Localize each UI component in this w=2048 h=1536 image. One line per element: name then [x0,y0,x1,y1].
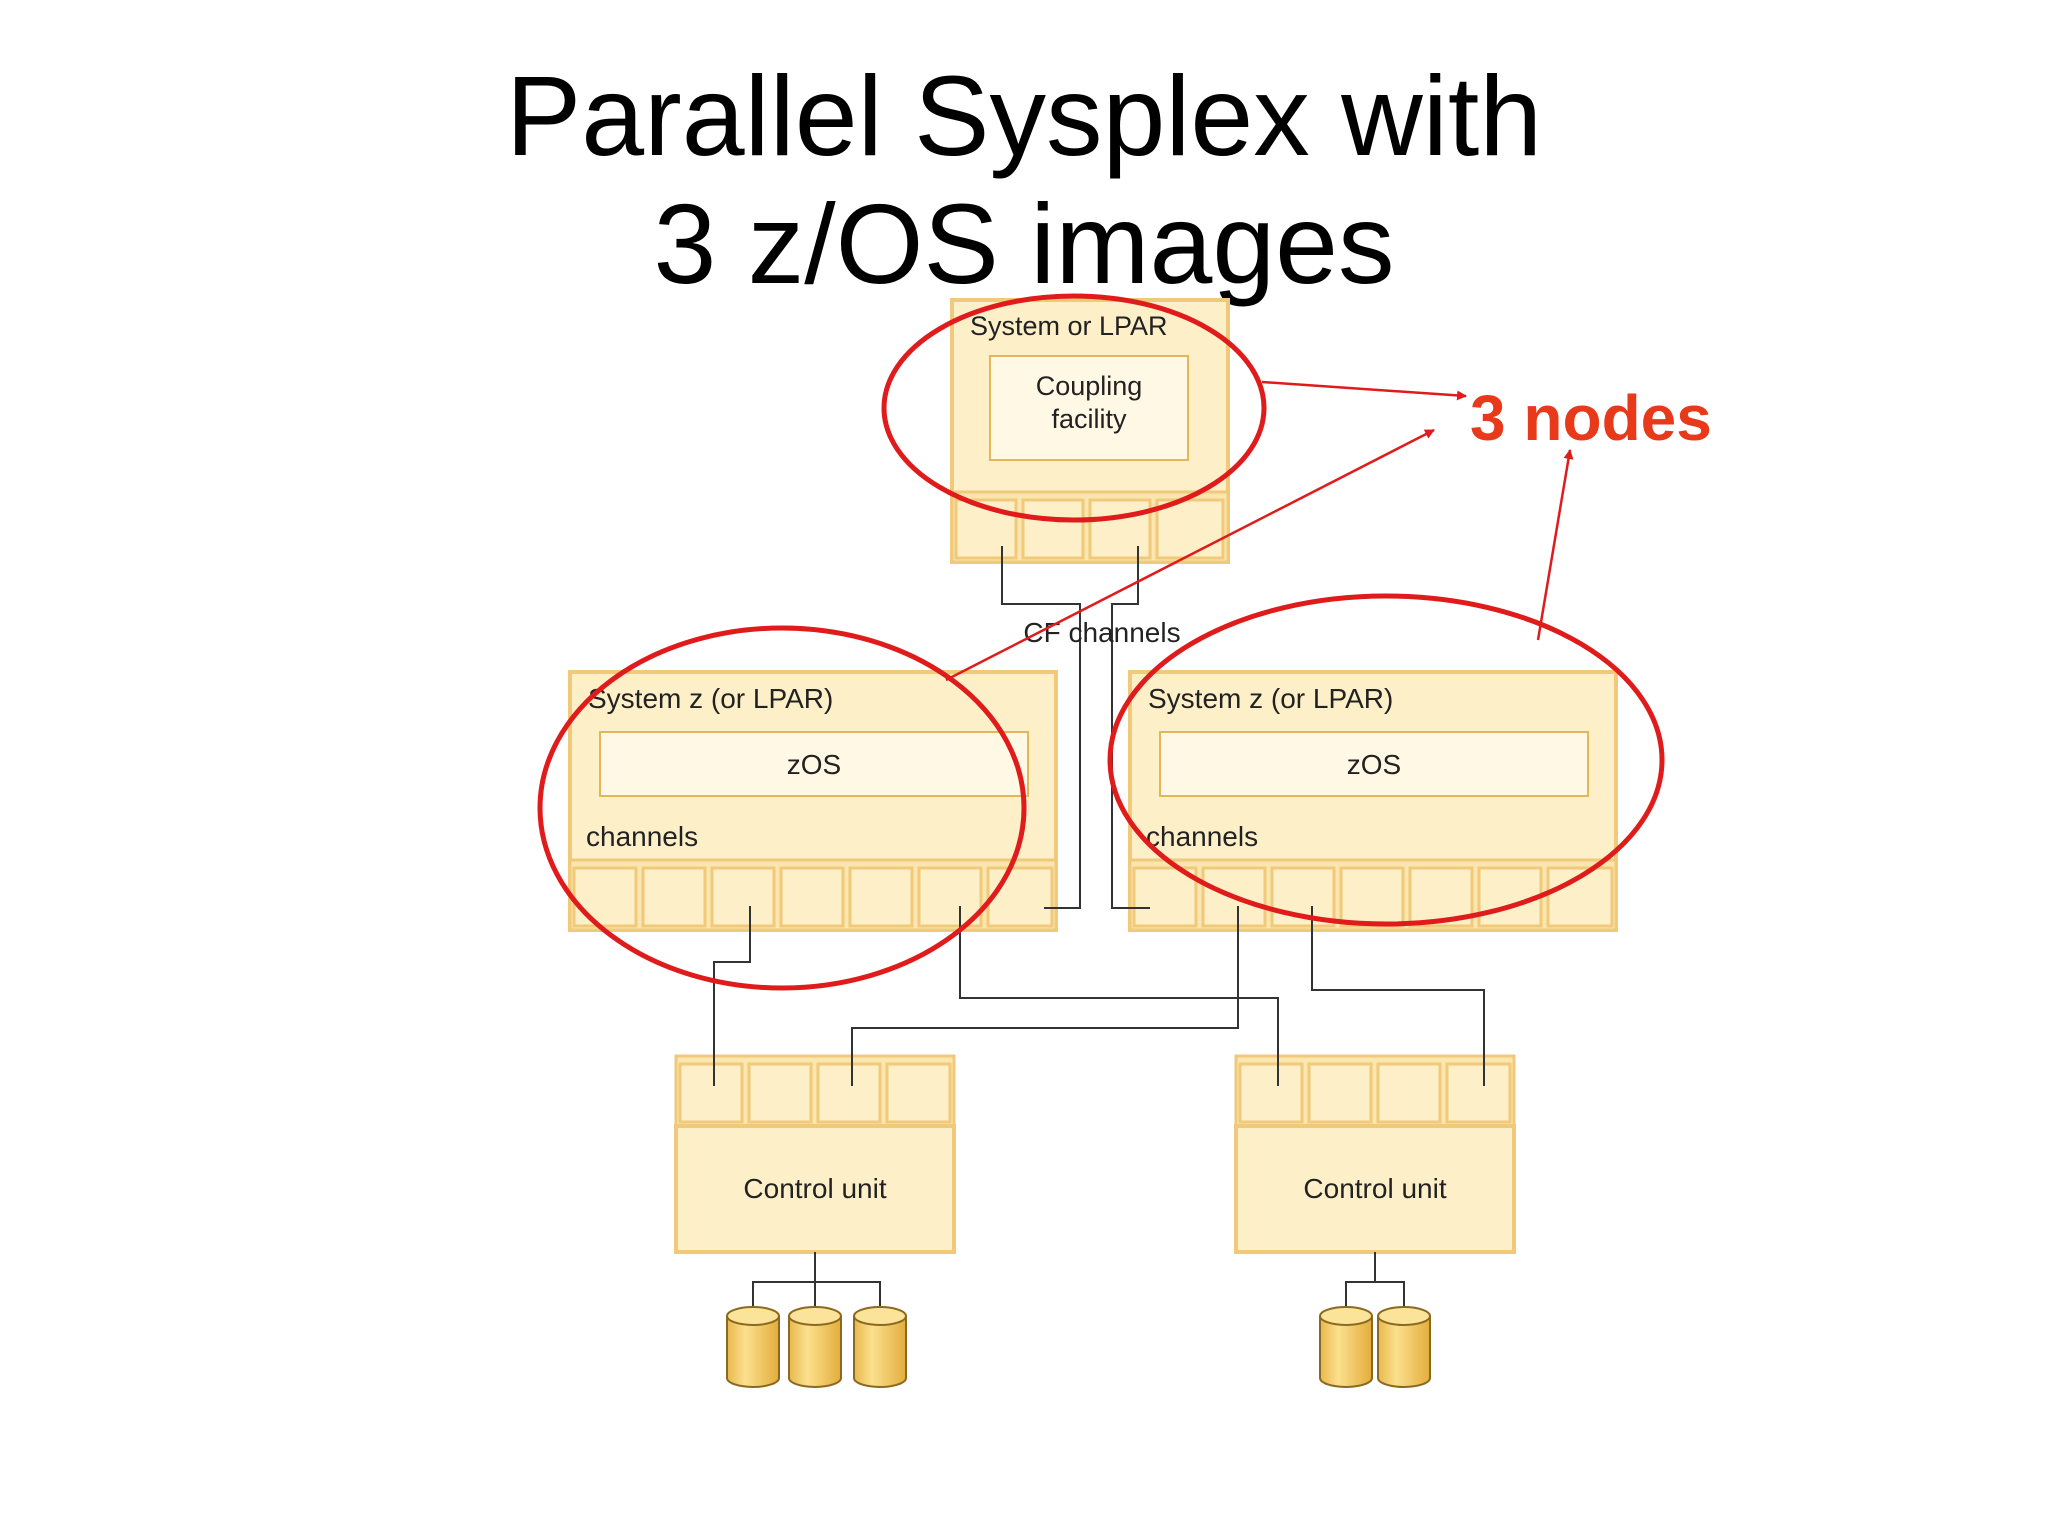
right-system-z: System z (or LPAR) zOS channels [1128,670,1618,932]
right-cu-port [1445,1062,1512,1124]
right-node-highlight [1107,593,1665,927]
cf-channels-label: CF channels [1023,617,1180,648]
connection-lines [713,546,1485,1306]
left-cu-port [885,1062,952,1124]
slide-title-line-2: 3 z/OS images [653,181,1395,307]
left-channel-port [986,866,1054,928]
callout-label: 3 nodes [1470,382,1712,454]
callout-arrows [945,380,1574,682]
disk-icon [853,1306,907,1388]
right-control-unit: Control unit [1234,1054,1516,1254]
channel-link [1311,906,1485,1086]
slide-title-line-1: Parallel Sysplex with [505,53,1543,179]
node-highlights [537,293,1665,991]
disk-icon [1377,1306,1431,1388]
callout-arrow [945,428,1435,682]
left-cu-label: Control unit [743,1173,886,1204]
right-channel-port [1477,866,1543,928]
callout-arrow [1261,380,1467,401]
channel-link [713,906,751,1086]
cf-port [1155,498,1225,560]
right-cu-port [1307,1062,1373,1124]
left-channels-label: channels [586,821,698,852]
cf-port [1088,498,1152,560]
left-zos-label: zOS [787,749,841,780]
right-channel-port [1132,866,1198,928]
disk-icon [1319,1306,1373,1388]
right-cu-port [1376,1062,1442,1124]
disk-link [752,1281,881,1306]
left-disk-group [726,1306,907,1388]
right-cu-label: Control unit [1303,1173,1446,1204]
disk-icon [726,1306,780,1388]
left-system-label: System z (or LPAR) [588,683,833,714]
coupling-facility-system: System or LPAR Coupling facility [950,298,1230,564]
left-channel-port [917,866,983,928]
left-channel-port [779,866,845,928]
left-channel-port [710,866,776,928]
left-channel-port [641,866,707,928]
cf-system-label: System or LPAR [970,311,1168,341]
right-channel-port [1339,866,1405,928]
left-channel-port [572,866,638,928]
right-disk-group [1319,1306,1431,1388]
cf-node-highlight [881,293,1267,523]
right-cu-box [1234,1124,1516,1254]
coupling-facility-label-2: facility [1051,404,1127,434]
left-cu-port [678,1062,744,1124]
right-channel-port [1201,866,1267,928]
cf-channel-link [1111,546,1150,909]
slide-title: Parallel Sysplex with 3 z/OS images [0,52,2048,308]
left-cu-port [747,1062,813,1124]
channel-link [959,906,1279,1086]
right-zos-box [1159,731,1589,797]
disk-link [1345,1281,1405,1306]
left-cu-port [816,1062,882,1124]
cf-channel-link [1001,546,1081,909]
left-system-z: System z (or LPAR) zOS channels [568,670,1058,932]
right-zos-label: zOS [1347,749,1401,780]
left-cu-box [674,1124,956,1254]
right-system-label: System z (or LPAR) [1148,683,1393,714]
right-cu-port [1238,1062,1304,1124]
left-channel-port [848,866,914,928]
disk-icon [788,1306,842,1388]
cf-port [1021,498,1085,560]
left-control-unit: Control unit [674,1054,956,1254]
left-node-highlight [537,625,1027,991]
left-zos-box [599,731,1029,797]
callout-arrow [1536,449,1574,641]
channel-link [851,906,1239,1086]
coupling-facility-box [989,355,1189,461]
right-channels-label: channels [1146,821,1258,852]
coupling-facility-label-1: Coupling [1036,371,1143,401]
